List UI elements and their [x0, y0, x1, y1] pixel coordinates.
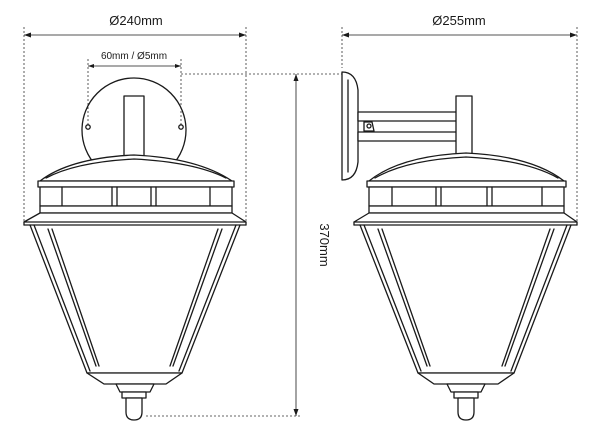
front-top-band	[37, 180, 235, 188]
front-arm	[123, 95, 145, 159]
side-glass-outline	[359, 224, 572, 374]
side-window-band	[368, 186, 565, 207]
front-finial-ring	[121, 391, 147, 399]
front-width-arrow-right	[239, 32, 246, 38]
front-view-lantern	[23, 77, 247, 421]
front-roof-dome	[39, 154, 233, 182]
front-window-band	[39, 186, 233, 207]
front-width-arrow-left	[24, 32, 31, 38]
side-flare	[353, 212, 578, 223]
front-width-label: Ø240mm	[109, 13, 162, 28]
height-label: 370mm	[317, 223, 332, 266]
side-finial	[457, 397, 475, 421]
front-base	[86, 372, 183, 385]
side-base	[417, 372, 515, 385]
height-arrow-bottom	[293, 409, 299, 416]
front-flare	[23, 212, 247, 223]
side-arm-lower	[357, 131, 459, 142]
side-post-left	[377, 228, 428, 367]
side-roof-dome	[368, 152, 565, 182]
side-arm-upper	[357, 111, 459, 122]
side-wall-plate	[341, 71, 359, 181]
side-top-band	[366, 180, 567, 188]
front-mount-hole-left	[85, 124, 91, 130]
side-view-lantern	[341, 71, 578, 421]
height-arrow-top	[293, 74, 299, 81]
mount-spacing-arrow-left	[88, 64, 94, 68]
side-post-right	[501, 228, 551, 367]
front-post-left	[47, 228, 97, 367]
side-width-arrow-left	[342, 32, 349, 38]
front-finial	[125, 397, 143, 421]
mount-spacing-arrow-right	[175, 64, 181, 68]
dimension-lines	[23, 27, 578, 417]
front-glass-outline	[29, 224, 241, 374]
front-lower-band	[39, 205, 233, 214]
mount-spacing-label: 60mm / Ø5mm	[101, 51, 167, 62]
front-mount-hole-right	[178, 124, 184, 130]
side-width-arrow-right	[570, 32, 577, 38]
side-hanger	[455, 95, 473, 159]
side-lower-band	[368, 205, 565, 214]
front-post-right	[169, 228, 219, 367]
side-width-label: Ø255mm	[432, 13, 485, 28]
side-finial-ring	[453, 391, 479, 399]
